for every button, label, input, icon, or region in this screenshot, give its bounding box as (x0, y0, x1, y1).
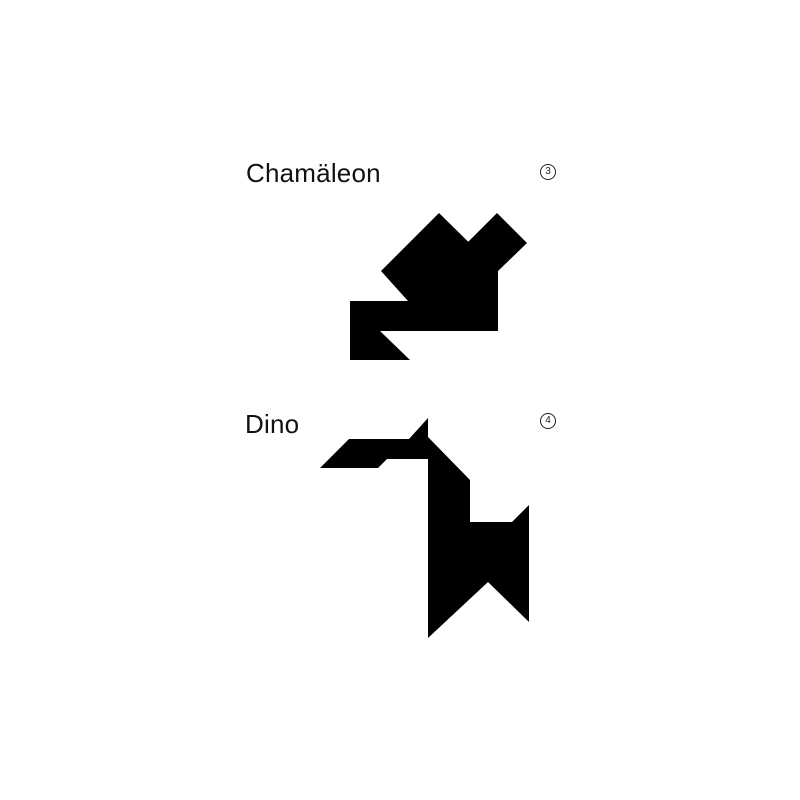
puzzle-number-4: 4 (540, 413, 556, 429)
puzzle-title-chameleon: Chamäleon (246, 158, 381, 188)
puzzle-number-3: 3 (540, 164, 556, 180)
chameleon-shape (350, 213, 527, 360)
dino-shape (320, 418, 529, 638)
puzzle-title-dino: Dino (245, 409, 300, 439)
